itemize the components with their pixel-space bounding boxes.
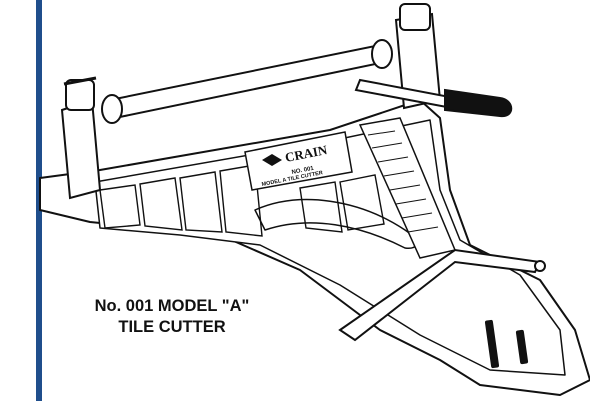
right-knob xyxy=(399,3,431,31)
plate-model-no: NO. 001 xyxy=(291,166,315,176)
breaker-arm xyxy=(338,248,542,342)
caption-line-1: No. 001 MODEL "A" xyxy=(94,297,250,315)
caption-line-2: TILE CUTTER xyxy=(118,318,226,336)
left-knob xyxy=(65,79,95,111)
lower-slots xyxy=(484,319,529,369)
left-pillar xyxy=(60,98,102,200)
guide-rod xyxy=(108,43,387,120)
measurement-scale xyxy=(358,117,457,259)
rod-end-left xyxy=(101,94,123,124)
arm-pivot xyxy=(534,260,546,272)
product-caption: No. 001 MODEL "A" TILE CUTTER xyxy=(72,296,272,338)
rod-end-right xyxy=(371,39,393,69)
base-deck xyxy=(94,119,566,376)
deck-panels xyxy=(99,164,385,237)
handle-grip xyxy=(444,88,513,118)
crain-logo-icon xyxy=(262,154,282,166)
